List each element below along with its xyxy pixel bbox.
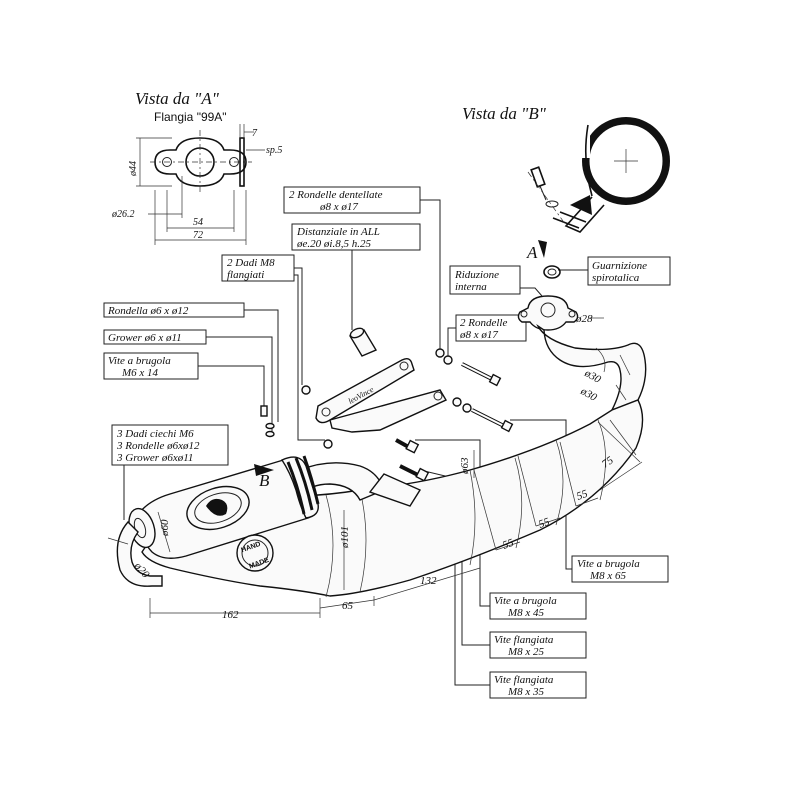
svg-text:2 Rondelle: 2 Rondelle xyxy=(460,317,507,329)
callout-riduzione: Riduzione interna xyxy=(449,265,543,297)
svg-text:Vite a brugola: Vite a brugola xyxy=(577,558,640,570)
view-a-subtitle: Flangia "99A" xyxy=(154,110,227,124)
dim-flange-26: ø26.2 xyxy=(111,209,135,220)
svg-text:M8 x 35: M8 x 35 xyxy=(507,686,545,698)
washer-toothed-1 xyxy=(435,348,445,358)
dim-flange-72: 72 xyxy=(193,230,203,241)
svg-text:Vite flangiata: Vite flangiata xyxy=(494,674,554,686)
dim-d30a: ø30 xyxy=(582,367,604,386)
m6-screw-stack xyxy=(260,405,275,438)
bolt-m8-45 xyxy=(471,408,514,433)
svg-text:3 Rondelle ø6xø12: 3 Rondelle ø6xø12 xyxy=(116,440,200,452)
marker-b-arrow xyxy=(254,464,274,476)
svg-text:Riduzione: Riduzione xyxy=(454,269,499,281)
svg-text:2 Dadi M8: 2 Dadi M8 xyxy=(227,257,275,269)
mounting-bracket: leoVince xyxy=(315,357,448,433)
svg-text:M6 x 14: M6 x 14 xyxy=(121,367,159,379)
dim-flange-sp: sp.5 xyxy=(266,145,282,156)
inlet-pipe xyxy=(299,462,422,507)
svg-text:Grower ø6 x ø11: Grower ø6 x ø11 xyxy=(108,332,182,344)
bolt-m8-65 xyxy=(461,362,502,387)
handmade-badge: HAND MADE xyxy=(236,534,274,572)
svg-text:flangiati: flangiati xyxy=(227,269,264,281)
dim-flange-44: ø44 xyxy=(128,161,139,177)
dim-d63: ø63 xyxy=(459,457,471,475)
callout-vite-flang-35: Vite flangiata M8 x 35 xyxy=(409,489,587,699)
dim-162: 162 xyxy=(222,609,239,621)
view-a-title: Vista da "A" xyxy=(135,89,220,108)
svg-text:M8 x 25: M8 x 25 xyxy=(507,646,545,658)
nut-m8-1 xyxy=(301,385,311,395)
callout-vite-m6: Vite a brugola M6 x 14 xyxy=(103,352,265,410)
exhaust-header-pipe xyxy=(517,265,647,412)
silencer xyxy=(128,455,320,559)
svg-text:2 Rondelle dentellate: 2 Rondelle dentellate xyxy=(289,189,383,201)
dim-55b: 55 xyxy=(537,516,552,531)
svg-text:øe.20 øi.8,5 h.25: øe.20 øi.8,5 h.25 xyxy=(296,238,371,250)
callout-grower-6: Grower ø6 x ø11 xyxy=(103,329,273,432)
washer-3 xyxy=(452,397,462,407)
svg-text:Guarnizione: Guarnizione xyxy=(592,260,647,272)
svg-text:3 Grower ø6xø11: 3 Grower ø6xø11 xyxy=(116,452,193,464)
dim-65: 65 xyxy=(342,600,354,612)
svg-text:ø8 x ø17: ø8 x ø17 xyxy=(319,201,358,213)
flange-99a xyxy=(150,124,265,195)
washer-toothed-2 xyxy=(443,355,453,365)
callout-vite-flang-25: Vite flangiata M8 x 25 xyxy=(419,469,587,659)
tail-pipe xyxy=(116,520,163,587)
dim-132: 132 xyxy=(420,575,437,587)
callout-rondelle-dentellate: 2 Rondelle dentellate ø8 x ø17 xyxy=(283,186,441,350)
view-b-clamp xyxy=(527,117,670,233)
svg-text:Rondella ø6 x ø12: Rondella ø6 x ø12 xyxy=(107,305,189,317)
svg-text:Vite a brugola: Vite a brugola xyxy=(108,355,171,367)
bolt-flange-25 xyxy=(395,438,420,454)
svg-text:interna: interna xyxy=(455,281,487,293)
nut-m8-2 xyxy=(323,439,333,449)
svg-text:Vite a brugola: Vite a brugola xyxy=(494,595,557,607)
dim-d101: ø101 xyxy=(339,526,351,549)
callout-guarnizione: Guarnizione spirotalica xyxy=(558,256,671,286)
dim-flange-7: 7 xyxy=(252,128,258,139)
callout-distanziale: Distanziale in ALL øe.20 øi.8,5 h.25 xyxy=(291,223,421,330)
dim-flange-54: 54 xyxy=(193,217,203,228)
dimension-lines xyxy=(107,317,643,618)
dim-55a: 55 xyxy=(575,488,590,503)
washer-4 xyxy=(462,403,472,413)
svg-text:spirotalica: spirotalica xyxy=(592,272,640,284)
marker-a: A xyxy=(526,243,538,262)
svg-text:ø8 x ø17: ø8 x ø17 xyxy=(459,329,498,341)
bolt-flange-35 xyxy=(399,464,430,482)
callout-rondelle-2: 2 Rondelle ø8 x ø17 xyxy=(447,314,527,358)
view-b-title: Vista da "B" xyxy=(462,104,547,123)
spacer-cylinder xyxy=(348,327,378,357)
svg-text:M8 x 45: M8 x 45 xyxy=(507,607,545,619)
dim-d30b: ø30 xyxy=(578,385,600,404)
marker-b: B xyxy=(259,471,270,490)
callout-vite-m8-45: Vite a brugola M8 x 45 xyxy=(415,439,587,620)
dim-d28: ø28 xyxy=(575,313,593,325)
svg-text:3 Dadi ciechi M6: 3 Dadi ciechi M6 xyxy=(116,428,194,440)
dim-55c: 55 xyxy=(501,537,516,552)
callout-rondella-6: Rondella ø6 x ø12 xyxy=(103,302,279,422)
svg-text:M8 x 65: M8 x 65 xyxy=(589,570,627,582)
marker-a-arrow xyxy=(538,240,547,258)
svg-text:Distanziale in ALL: Distanziale in ALL xyxy=(296,226,380,238)
callout-vite-m8-65: Vite a brugola M8 x 65 xyxy=(510,419,669,583)
svg-text:Vite flangiata: Vite flangiata xyxy=(494,634,554,646)
dim-d60: ø60 xyxy=(159,519,171,537)
callout-dadi-ciechi: 3 Dadi ciechi M6 3 Rondelle ø6xø12 3 Gro… xyxy=(111,424,229,520)
callout-dadi-m8: 2 Dadi M8 flangiati xyxy=(221,254,325,441)
